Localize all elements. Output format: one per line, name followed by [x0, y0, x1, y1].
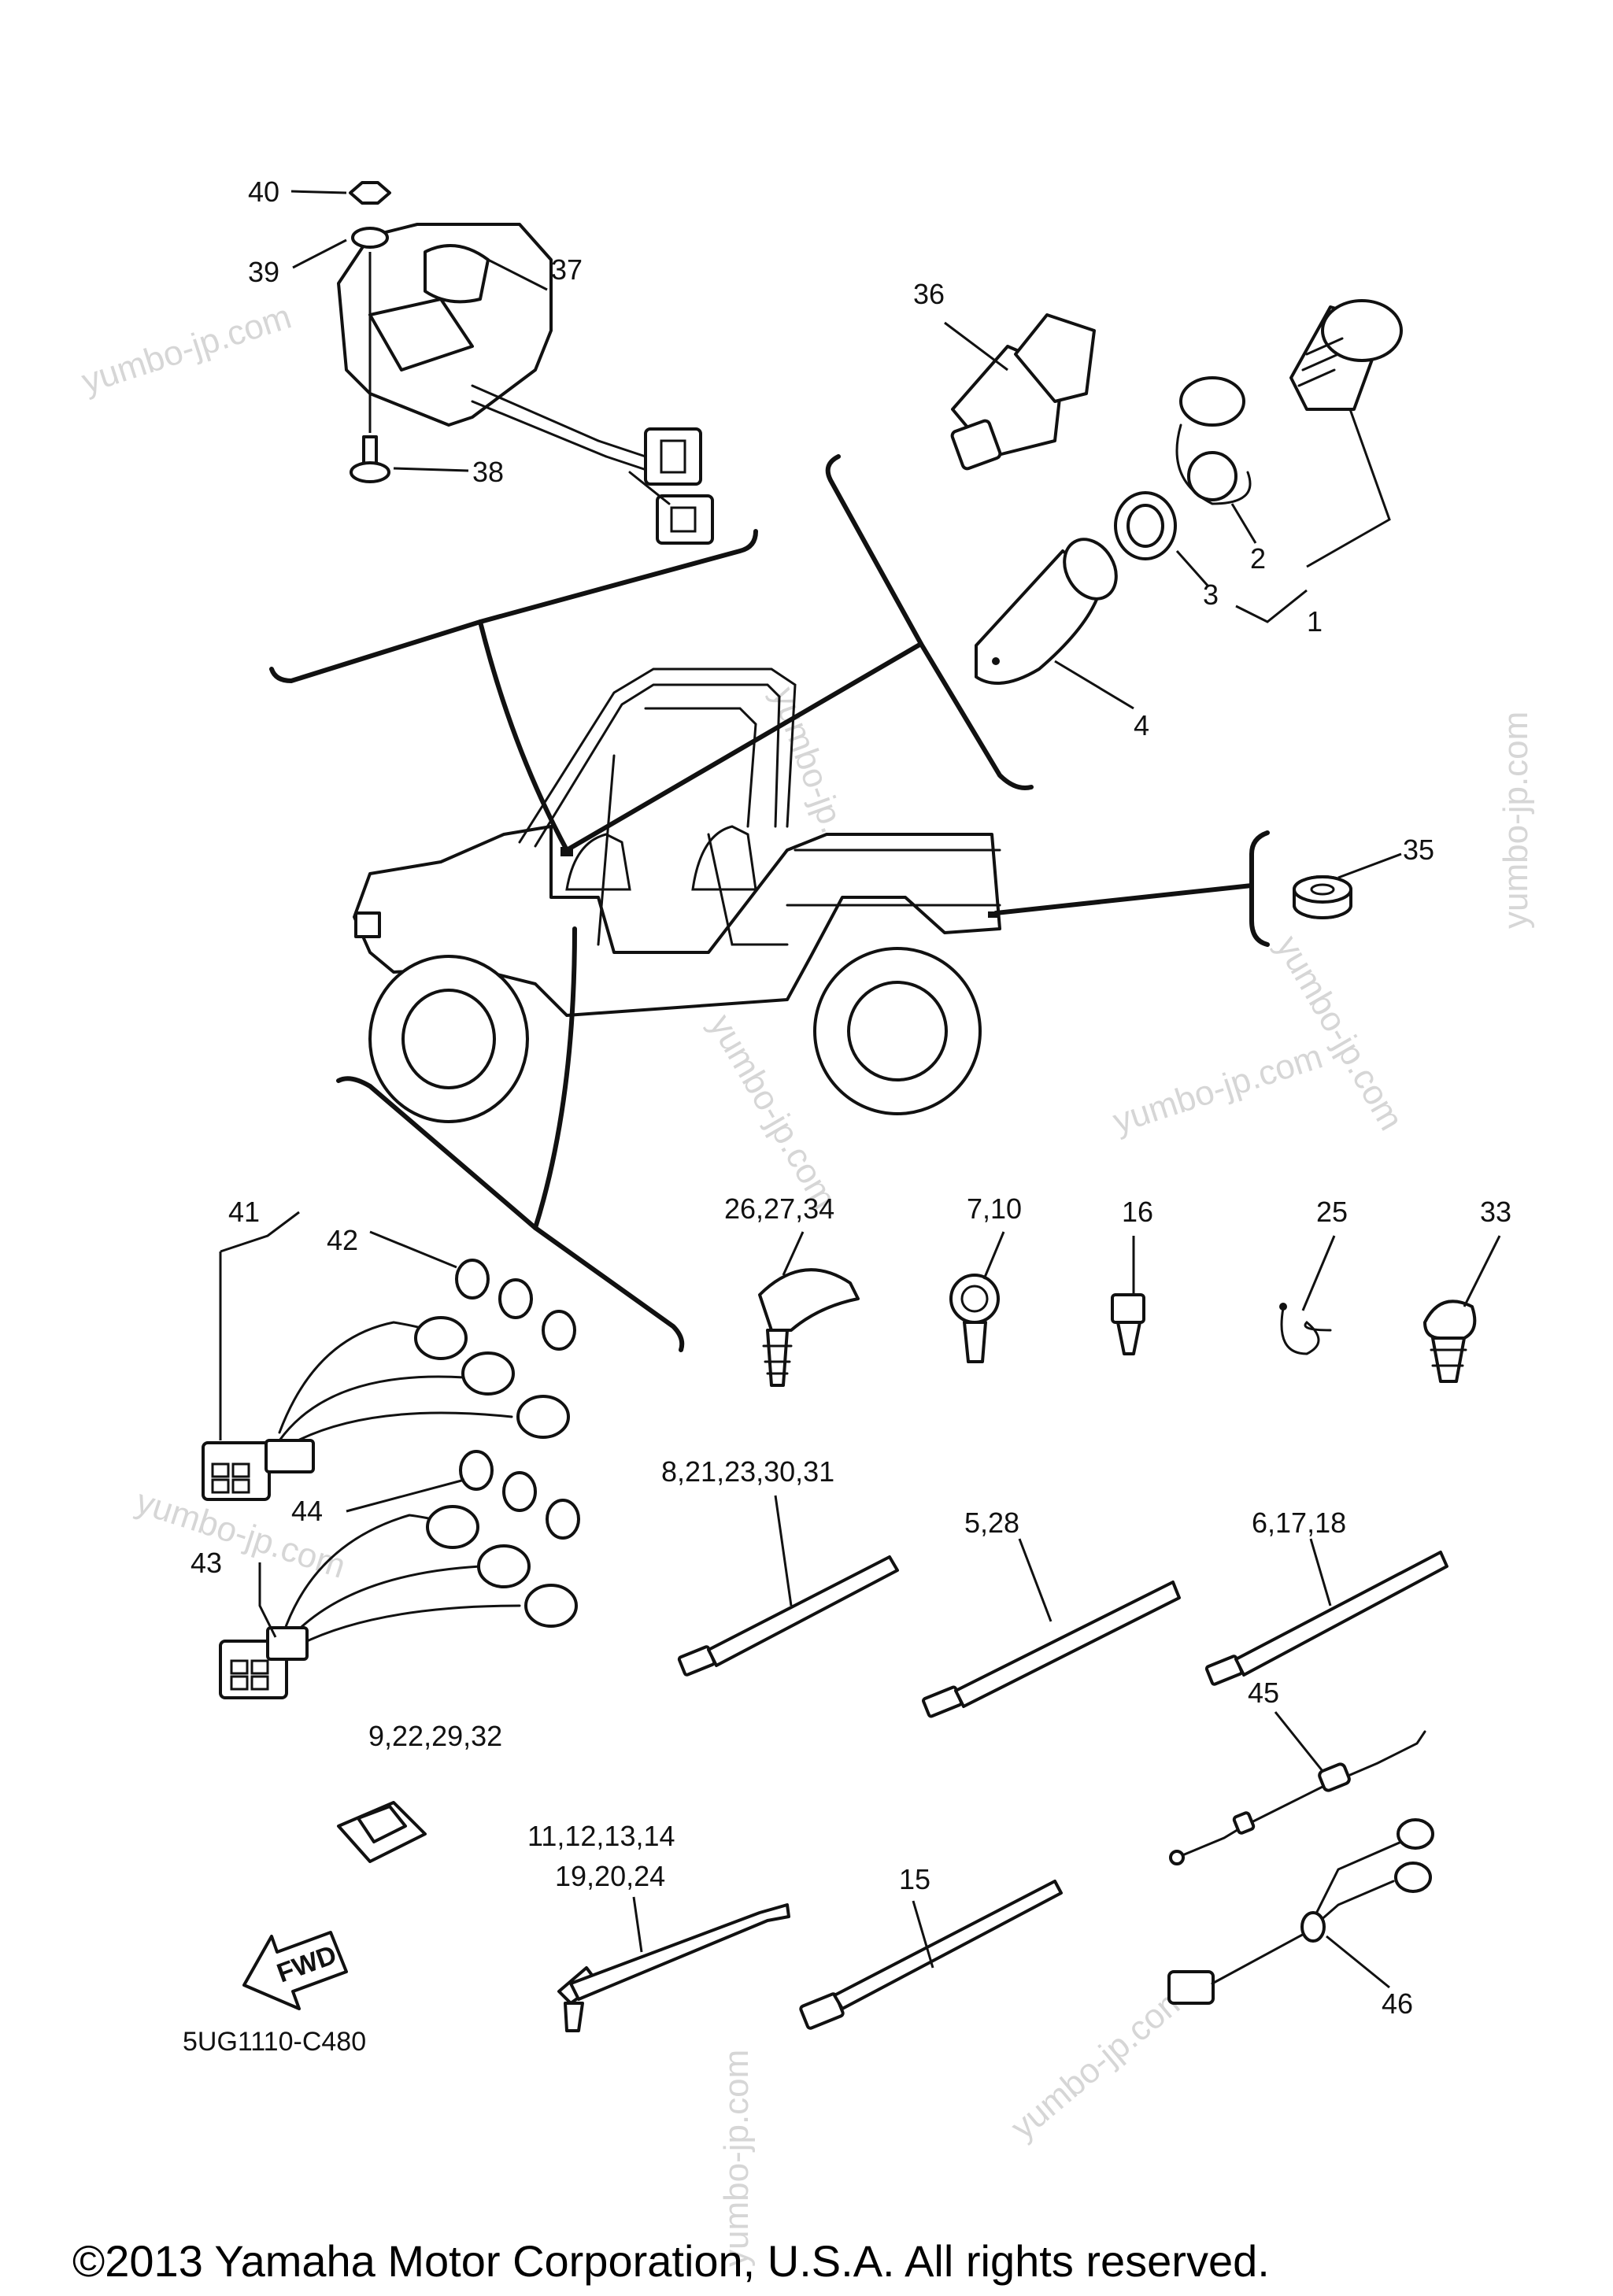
clip-25: 25	[1279, 1196, 1348, 1355]
washer-39	[351, 227, 389, 249]
tie-6: 6,17,18	[1204, 1507, 1448, 1686]
rear-wheel	[813, 947, 982, 1115]
callout-1: 1	[1307, 605, 1323, 638]
cap-2	[1175, 376, 1252, 505]
callout-2: 2	[1250, 542, 1266, 575]
switch-36	[950, 313, 1096, 471]
callout-33: 33	[1480, 1196, 1511, 1228]
bulb-44-group	[459, 1450, 580, 1540]
watermark-4: yumbo-jp.com	[1268, 930, 1411, 1137]
callout-11: 11,12,13,14	[527, 1820, 675, 1852]
callout-4: 4	[1134, 709, 1149, 741]
front-wheel	[368, 955, 529, 1123]
callout-37: 37	[551, 253, 583, 286]
switch-assembly: 40 39 37 38	[248, 176, 714, 545]
callout-38: 38	[472, 456, 504, 488]
boot-4	[975, 538, 1118, 685]
callout-35: 35	[1403, 834, 1434, 866]
callout-42: 42	[327, 1224, 358, 1256]
tie-11: 11,12,13,14 19,20,24	[527, 1820, 790, 2032]
callout-43: 43	[191, 1547, 222, 1579]
clip-26: 26,27,34	[724, 1192, 860, 1387]
watermark-8: yumbo-jp.com	[717, 2050, 756, 2267]
harness-45: 45	[1169, 1677, 1426, 1865]
tie-15: 15	[799, 1863, 1063, 2030]
diagram-code: 5UG1110-C480	[183, 2027, 366, 2057]
callout-3: 3	[1203, 579, 1219, 611]
watermark-9: yumbo-jp.com	[1004, 1978, 1195, 2147]
callout-45: 45	[1248, 1677, 1279, 1709]
copyright-notice: ©2013 Yamaha Motor Corporation, U.S.A. A…	[72, 2236, 1270, 2286]
callout-5: 5,28	[964, 1507, 1019, 1539]
watermark-3: yumbo-jp.com	[1108, 1037, 1327, 1141]
watermark-2: yumbo-jp.com	[1496, 712, 1535, 929]
nut-40	[349, 181, 391, 205]
callout-39: 39	[248, 256, 279, 288]
vehicle-drawing	[353, 667, 1001, 1123]
harness-assembly-upper: 41 42	[202, 1196, 576, 1501]
callout-36: 36	[913, 278, 945, 310]
tie-8: 8,21,23,30,31	[661, 1455, 899, 1677]
mount-9: 9,22,29,32	[337, 1720, 502, 1863]
callout-15: 15	[899, 1863, 930, 1895]
callout-46: 46	[1382, 1987, 1413, 2020]
callout-7: 7,10	[967, 1192, 1022, 1225]
grommet-35: 35	[1293, 834, 1434, 919]
callout-40: 40	[248, 176, 279, 208]
clip-33: 33	[1423, 1196, 1511, 1383]
callout-44: 44	[291, 1495, 323, 1527]
callout-19: 19,20,24	[555, 1860, 665, 1892]
tie-5: 5,28	[922, 1507, 1181, 1718]
callout-9: 9,22,29,32	[368, 1720, 502, 1752]
socket-1	[1289, 299, 1403, 411]
fwd-arrow: FWD	[242, 1931, 348, 2010]
bolt-38	[350, 435, 390, 483]
socket-assembly: 36 2 3 1 4	[913, 278, 1403, 741]
callout-6: 6,17,18	[1252, 1507, 1346, 1539]
bulb-42-group	[455, 1259, 576, 1351]
clip-7: 7,10	[949, 1192, 1022, 1363]
callout-25: 25	[1316, 1196, 1348, 1228]
harness-assembly-lower: 44 43	[191, 1450, 580, 1699]
callout-8: 8,21,23,30,31	[661, 1455, 834, 1488]
clip-16: 16	[1111, 1196, 1153, 1355]
callout-41: 41	[228, 1196, 260, 1228]
callout-26: 26,27,34	[724, 1192, 834, 1225]
watermark-1: yumbo-jp.com	[77, 298, 296, 401]
callout-16: 16	[1122, 1196, 1153, 1228]
harness-46: 46	[1167, 1818, 1434, 2020]
nut-3	[1114, 491, 1177, 560]
leader-lines-main	[269, 454, 1270, 1352]
